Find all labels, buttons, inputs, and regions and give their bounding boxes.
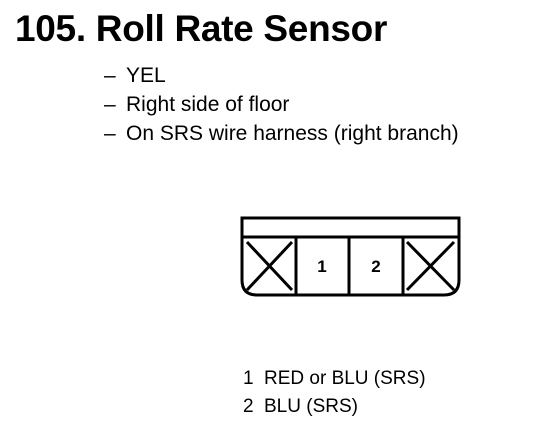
empty-cavity-left <box>245 240 294 292</box>
connector-housing <box>240 216 461 297</box>
terminal-1-label: 1 <box>317 257 326 276</box>
pin-number: 1 <box>243 368 254 389</box>
note-dash: – <box>104 122 116 145</box>
pin-legend-row: 1 RED or BLU (SRS) <box>243 365 426 393</box>
note-text: YEL <box>126 64 166 87</box>
location-notes: –YEL –Right side of floor –On SRS wire h… <box>104 61 459 148</box>
pin-legend: 1 RED or BLU (SRS) 2 BLU (SRS) <box>243 365 426 421</box>
note-item-location: –Right side of floor <box>104 90 459 119</box>
page-title: 105. Roll Rate Sensor <box>15 8 388 49</box>
pin-number: 2 <box>243 396 254 417</box>
note-item-color: –YEL <box>104 61 459 90</box>
note-item-harness: –On SRS wire harness (right branch) <box>104 119 459 148</box>
terminal-2-label: 2 <box>371 257 380 276</box>
note-dash: – <box>104 93 116 116</box>
note-text: On SRS wire harness (right branch) <box>126 122 459 145</box>
empty-cavity-right <box>405 240 456 292</box>
note-text: Right side of floor <box>126 93 290 116</box>
pin-wire-color: BLU (SRS) <box>264 396 358 417</box>
pin-wire-color: RED or BLU (SRS) <box>264 368 426 389</box>
note-dash: – <box>104 64 116 87</box>
pin-legend-row: 2 BLU (SRS) <box>243 393 426 421</box>
